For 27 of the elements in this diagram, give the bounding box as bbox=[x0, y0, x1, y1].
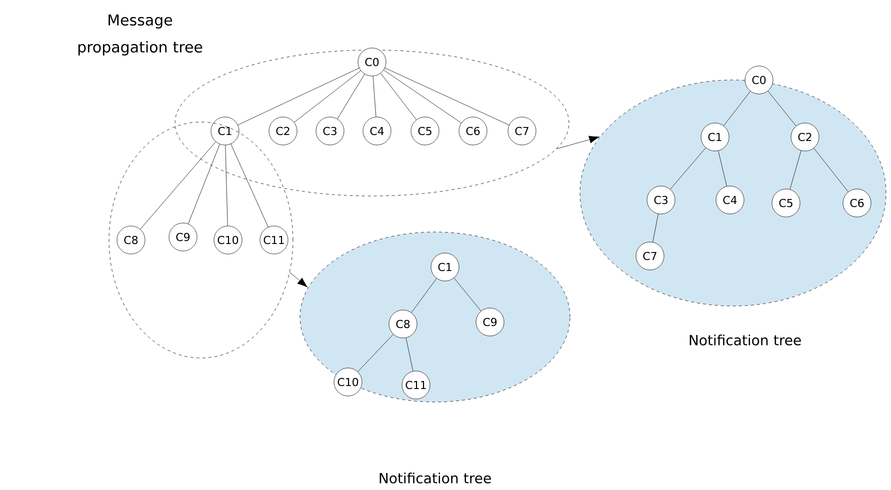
arrow bbox=[556, 136, 600, 150]
tree-link bbox=[790, 150, 802, 190]
tree-link bbox=[188, 144, 220, 224]
tree-link bbox=[411, 278, 437, 313]
tree-link bbox=[238, 68, 360, 126]
arrow bbox=[290, 272, 308, 288]
tree-link bbox=[670, 148, 706, 190]
tree-link bbox=[406, 338, 414, 372]
tree-link bbox=[372, 76, 376, 118]
tree-caption: Notification tree bbox=[690, 334, 801, 346]
tree-link bbox=[718, 150, 727, 186]
tree-link bbox=[652, 214, 658, 242]
tree-link bbox=[723, 91, 751, 126]
tree-caption: Notification tree bbox=[380, 472, 491, 484]
tree-link bbox=[380, 73, 417, 120]
tree-link bbox=[140, 142, 216, 230]
tree-link bbox=[294, 70, 361, 122]
tree-link bbox=[337, 74, 365, 120]
tree-link bbox=[384, 70, 462, 124]
tree-link bbox=[768, 90, 796, 126]
tree-link bbox=[225, 145, 228, 226]
tree-link bbox=[814, 148, 848, 192]
tree-link bbox=[230, 144, 268, 228]
tree-link bbox=[384, 68, 510, 126]
tree-link bbox=[358, 334, 394, 372]
tree-link bbox=[454, 278, 482, 312]
diagram-label: Message propagation tree bbox=[78, 14, 202, 56]
